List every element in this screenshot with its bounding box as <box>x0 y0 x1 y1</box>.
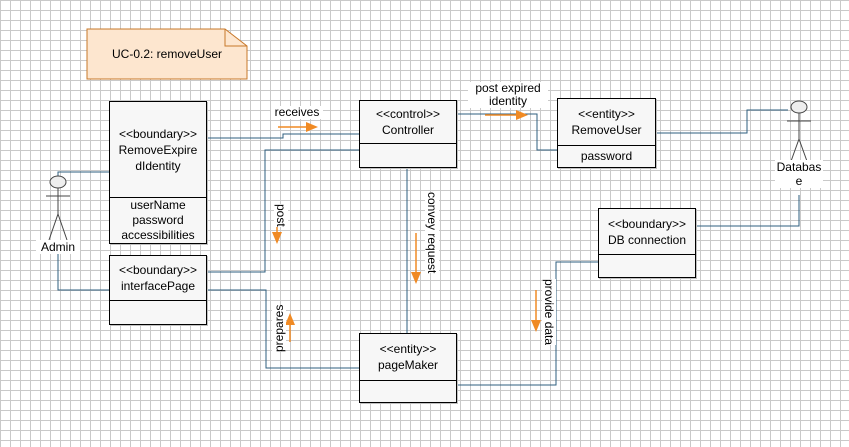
admin-actor-icon <box>46 175 70 241</box>
db-connection-class[interactable]: <<boundary>> DB connection <box>598 208 696 278</box>
post-label: post <box>274 204 288 227</box>
wire-removeuser-database <box>656 109 788 134</box>
attribute-password: password <box>132 213 184 227</box>
provide-data-arrow-icon <box>531 290 541 332</box>
db-connection-stereotype: <<boundary>> <box>607 216 687 231</box>
prepares-label: prepares <box>272 304 286 352</box>
interface-page-attributes <box>110 300 206 324</box>
controller-header: <<control>> Controller <box>360 101 456 143</box>
page-maker-class[interactable]: <<entity>> pageMaker <box>359 333 457 403</box>
page-maker-attributes <box>360 380 456 402</box>
receives-arrow-icon <box>278 122 318 132</box>
controller-stereotype: <<control>> <box>375 107 441 121</box>
page-maker-stereotype: <<entity>> <box>379 342 437 356</box>
wire-interfacepage-pagemaker <box>207 289 359 369</box>
remove-expired-identity-stereotype: <<boundary>> <box>118 126 198 141</box>
provide-data-label: provide data <box>542 279 556 346</box>
wire-removeexpired-controller <box>207 133 359 139</box>
remove-expired-identity-class[interactable]: <<boundary>> RemoveExpire dIdentity user… <box>109 101 207 244</box>
remove-user-stereotype: <<entity>> <box>578 107 635 121</box>
interface-page-header: <<boundary>> interfacePage <box>110 256 206 300</box>
db-connection-header: <<boundary>> DB connection <box>599 209 695 254</box>
post-expired-arrow-icon <box>485 110 528 120</box>
use-case-note: UC-0.2: removeUser <box>87 29 247 79</box>
db-connection-name: DB connection <box>607 232 687 247</box>
remove-expired-identity-name-line1: RemoveExpire <box>118 142 198 157</box>
database-actor-icon <box>787 100 811 165</box>
receives-label: receives <box>271 106 323 119</box>
interface-page-name: interfacePage <box>120 279 196 293</box>
page-maker-header: <<entity>> pageMaker <box>360 334 456 380</box>
remove-user-class[interactable]: <<entity>> RemoveUser password <box>557 98 656 168</box>
interface-page-stereotype: <<boundary>> <box>118 263 198 277</box>
remove-expired-identity-name-line2: dIdentity <box>135 158 181 173</box>
note-text: UC-0.2: removeUser <box>111 47 223 61</box>
remove-expired-identity-attributes: userName password accessibilities <box>110 197 206 243</box>
post-expired-label-line2: identity <box>488 94 528 108</box>
wire-pagemaker-dbconnection <box>457 261 598 386</box>
attribute-username: userName <box>130 198 186 212</box>
controller-name: Controller <box>381 123 435 137</box>
remove-user-header: <<entity>> RemoveUser <box>558 99 655 145</box>
wire-dbconnection-database <box>696 195 800 227</box>
note-shape <box>86 28 248 80</box>
database-label-line2: e <box>795 174 803 188</box>
wire-controller-removeuser <box>457 113 557 151</box>
controller-class[interactable]: <<control>> Controller <box>359 100 457 168</box>
post-expired-label-line1: post expired <box>475 81 541 95</box>
interface-page-class[interactable]: <<boundary>> interfacePage <box>109 255 207 325</box>
attribute-accessibilities: accessibilities <box>121 228 195 242</box>
page-maker-name: pageMaker <box>377 358 439 372</box>
database-label-line1: Databas <box>776 160 822 174</box>
remove-user-attribute-password: password <box>580 149 633 163</box>
controller-attributes <box>360 143 456 167</box>
db-connection-attributes <box>599 254 695 277</box>
wire-interfacepage-controller <box>207 149 359 273</box>
admin-label: Admin <box>36 240 80 254</box>
remove-expired-identity-header: <<boundary>> RemoveExpire dIdentity <box>110 102 206 197</box>
remove-user-name: RemoveUser <box>571 123 642 137</box>
convey-request-label: convey request <box>425 192 439 274</box>
remove-user-attributes: password <box>558 145 655 167</box>
convey-request-arrow-icon <box>411 233 421 284</box>
database-label: Databas e <box>775 160 823 188</box>
post-expired-label: post expired identity <box>468 82 548 108</box>
prepares-arrow-icon <box>285 313 295 342</box>
wire-admin-interfacepage <box>57 247 109 291</box>
